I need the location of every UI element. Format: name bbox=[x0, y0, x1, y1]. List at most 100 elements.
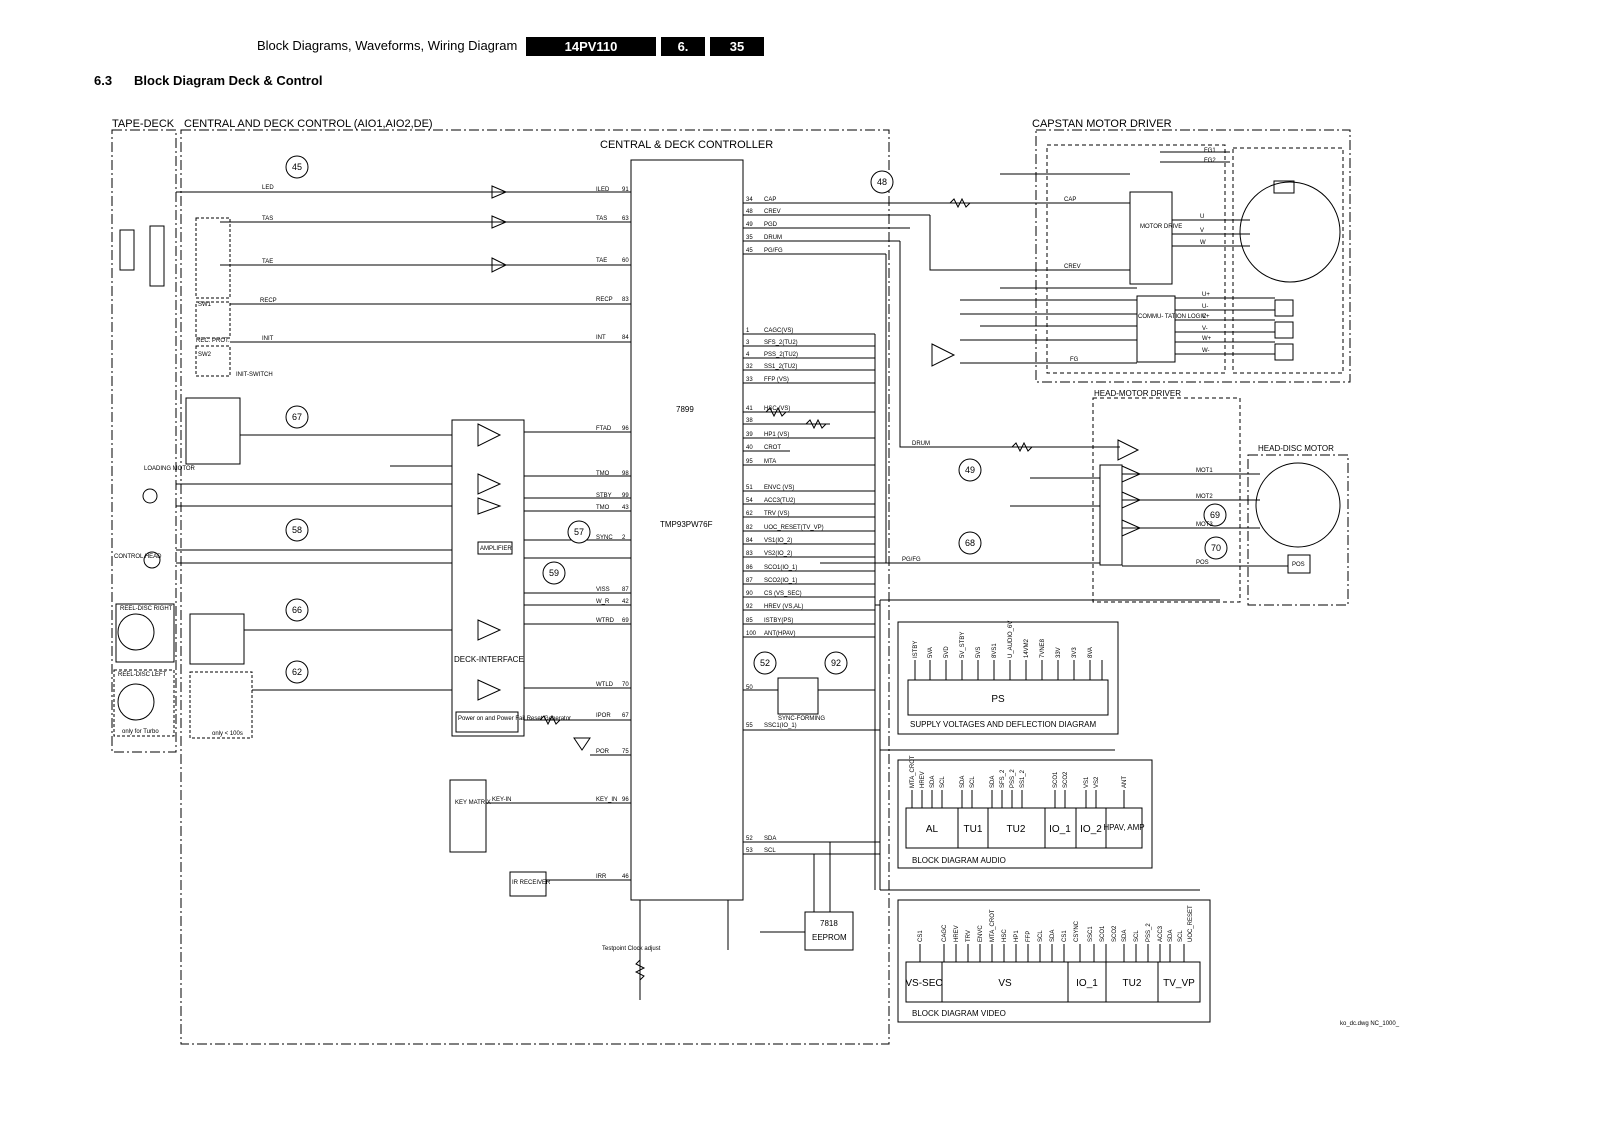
right-pin-num: 86 bbox=[746, 565, 753, 571]
video-signal: ENVC bbox=[978, 925, 984, 942]
eeprom-label: EEPROM bbox=[812, 933, 847, 942]
only-turbo-label: only for Turbo bbox=[122, 729, 159, 735]
right-pin-num: 3 bbox=[746, 340, 750, 346]
reel-right-label: REEL-DISC RIGHT bbox=[120, 606, 173, 612]
audio-signal: SCL bbox=[970, 776, 976, 788]
capstan-signal: W- bbox=[1202, 348, 1210, 354]
right-pin-name: ENVC (VS) bbox=[764, 485, 794, 491]
right-pin-num: 55 bbox=[746, 723, 753, 729]
ref-circle-66 bbox=[285, 598, 309, 622]
head-disc-label: HEAD-DISC MOTOR bbox=[1258, 444, 1334, 453]
ref-circle-48 bbox=[870, 170, 894, 194]
video-signal: MTA_CROT bbox=[990, 909, 996, 942]
left-pin-name: RECP bbox=[596, 297, 613, 303]
audio-signal: ANT bbox=[1122, 776, 1128, 788]
supply-label: SUPPLY VOLTAGES AND DEFLECTION DIAGRAM bbox=[910, 720, 1096, 729]
ref-circle-label: 58 bbox=[292, 525, 302, 535]
supply-frame bbox=[897, 621, 1119, 735]
key-in-label: KEY-IN bbox=[492, 797, 511, 803]
audio-signal: VS2 bbox=[1094, 776, 1100, 788]
video-signal: SDA bbox=[1122, 930, 1128, 942]
capstan-signal: U+ bbox=[1202, 292, 1210, 298]
video-signal: FFP bbox=[1026, 931, 1032, 942]
right-pin-name: HP1 (VS) bbox=[764, 432, 789, 438]
video-signal: SCO2 bbox=[1112, 925, 1118, 942]
left-pin-num: 63 bbox=[622, 216, 629, 222]
ref-circle-57 bbox=[567, 520, 591, 544]
ps-signal: 7VNE8 bbox=[1040, 638, 1046, 658]
video-signal: SCO1 bbox=[1100, 925, 1106, 942]
right-pin-num: 32 bbox=[746, 364, 753, 370]
right-pin-num: 33 bbox=[746, 377, 753, 383]
right-pin-name: VS1(IO_2) bbox=[764, 538, 792, 544]
audio-frame bbox=[897, 759, 1153, 869]
video-signal: SDA bbox=[1168, 930, 1174, 942]
audio-signal: VS1 bbox=[1084, 776, 1090, 788]
motor-drive-block bbox=[1129, 191, 1173, 285]
capstan-motor bbox=[1239, 181, 1341, 283]
left-pin-num: 96 bbox=[622, 797, 629, 803]
audio-blocks bbox=[905, 807, 1143, 849]
only-100-label: only < 100s bbox=[212, 731, 243, 737]
right-pin-num: 83 bbox=[746, 551, 753, 557]
deck-interface-label: DECK-INTERFACE bbox=[454, 655, 524, 664]
right-pin-num: 54 bbox=[746, 498, 753, 504]
capstan-signal: FG1 bbox=[1204, 148, 1216, 154]
commutation-block bbox=[1136, 295, 1176, 363]
video-drops bbox=[919, 944, 1185, 962]
audio-signal: PSS_2 bbox=[1010, 769, 1016, 788]
left-pin-num: 67 bbox=[622, 713, 629, 719]
right-pin-num: 92 bbox=[746, 604, 753, 610]
motor-drive-label: MOTOR DRIVE bbox=[1140, 224, 1182, 230]
ref-circle-label: 62 bbox=[292, 667, 302, 677]
right-pin-name: CROT bbox=[764, 445, 781, 451]
power-on-label: Power on and Power Fail Reset Generator bbox=[458, 716, 571, 722]
loading-motor-label: LOADING MOTOR bbox=[144, 466, 196, 472]
video-signal: PSS_2 bbox=[1146, 923, 1152, 942]
left-pin-name: WTLD bbox=[596, 682, 614, 688]
video-frame bbox=[897, 899, 1211, 1023]
right-pin-num: 87 bbox=[746, 578, 753, 584]
right-pin-name: CS (VS_SEC) bbox=[764, 591, 802, 597]
sync-forming-label: SYNC-FORMING bbox=[778, 716, 825, 722]
ref-circle-58 bbox=[285, 518, 309, 542]
left-pin-name: VISS bbox=[596, 587, 610, 593]
ref-circle-68 bbox=[958, 531, 982, 555]
ref-circle-label: 68 bbox=[965, 538, 975, 548]
amplifier-label: AMPLIFIER bbox=[480, 546, 512, 552]
left-pin-num: 84 bbox=[622, 335, 629, 341]
right-pin-name: CAGC(VS) bbox=[764, 328, 793, 334]
audio-signal: SDA bbox=[960, 776, 966, 788]
ref-circle-label: 45 bbox=[292, 162, 302, 172]
right-pin-name: UOC_RESET(TV_VP) bbox=[764, 525, 824, 531]
init-label: INIT bbox=[262, 336, 274, 342]
section-number: 6.3 bbox=[94, 73, 113, 88]
right-pin-num: 62 bbox=[746, 511, 753, 517]
right-pin-name: VS2(IO_2) bbox=[764, 551, 792, 557]
capstan-signal: V- bbox=[1202, 326, 1208, 332]
ps-signal: 8VS1 bbox=[992, 643, 998, 658]
video-signal: HSC bbox=[1002, 929, 1008, 942]
video-block-tu2: TU2 bbox=[1123, 978, 1142, 989]
video-block-vssec: VS-SEC bbox=[905, 978, 942, 989]
tas-label: TAS bbox=[262, 216, 273, 222]
left-pin-name: TAE bbox=[596, 258, 607, 264]
audio-signal: SDA bbox=[990, 776, 996, 788]
left-pin-name: IPOR bbox=[596, 713, 611, 719]
ref-circle-label: 57 bbox=[574, 527, 584, 537]
ir-receiver-label: IR RECEIVER bbox=[512, 880, 551, 886]
left-pin-num: 75 bbox=[622, 749, 629, 755]
tae-label: TAE bbox=[262, 259, 273, 265]
right-pin-name: PSS_2(TU2) bbox=[764, 352, 798, 358]
audio-signal: SCL bbox=[940, 776, 946, 788]
right-pin-name: SS1_2(TU2) bbox=[764, 364, 797, 370]
left-pin-name: KEY_IN bbox=[596, 797, 617, 803]
ref-circle-label: 48 bbox=[877, 177, 887, 187]
right-pin-name: CAP bbox=[764, 197, 776, 203]
left-pin-name: SYNC bbox=[596, 535, 613, 541]
led-label: LED bbox=[262, 185, 274, 191]
audio-signal: SFS_2 bbox=[1000, 769, 1006, 788]
controller-label: CENTRAL & DECK CONTROLLER bbox=[600, 139, 773, 151]
capstan-label: CAPSTAN MOTOR DRIVER bbox=[1032, 118, 1172, 130]
